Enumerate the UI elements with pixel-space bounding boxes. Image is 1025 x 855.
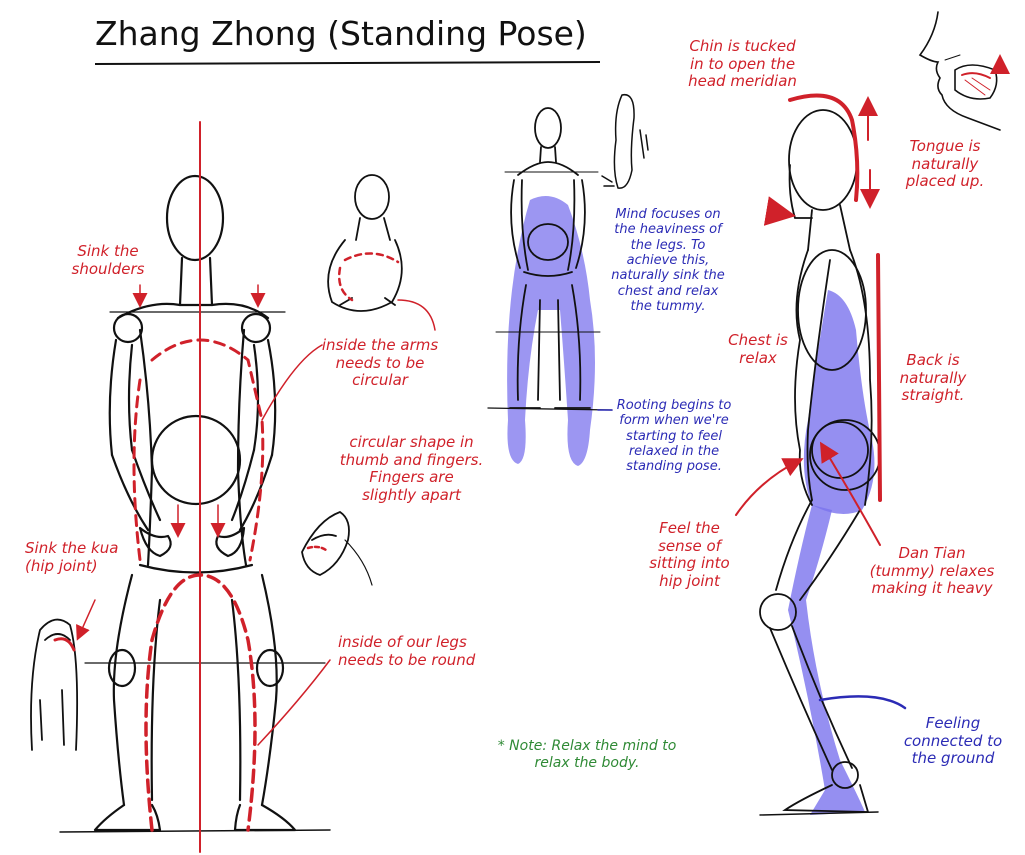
- legs-pointer: [258, 660, 330, 745]
- page-title: Zhang Zhong (Standing Pose): [95, 14, 600, 53]
- side-figure: [736, 96, 905, 816]
- side-face: [790, 165, 812, 218]
- label-sink-shoulders: Sink the shoulders: [58, 243, 158, 278]
- arms-circle-sketch: [328, 175, 435, 330]
- tongue-sketch: [920, 12, 1000, 130]
- side-blue-body: [804, 290, 875, 514]
- front-neck: [180, 258, 212, 305]
- label-arms-circular: inside the arms needs to be circular: [315, 337, 445, 390]
- middle-neck: [540, 147, 556, 162]
- side-neck: [808, 205, 850, 250]
- label-thumb-fingers: circular shape in thumb and fingers. Fin…: [324, 434, 499, 505]
- label-back-straight: Back is naturally straight.: [883, 352, 983, 405]
- label-rooting: Rooting begins to form when we're starti…: [604, 398, 744, 475]
- middle-shoulders: [518, 162, 578, 175]
- back-straight-line: [878, 255, 880, 500]
- front-right-hand: [216, 528, 244, 556]
- front-right-knee: [257, 650, 283, 686]
- front-left-leg: [114, 575, 160, 805]
- front-belly-circle: [152, 416, 240, 504]
- label-chest-relax: Chest is relax: [718, 332, 798, 367]
- title-underline: [95, 62, 600, 64]
- middle-ground: [488, 408, 612, 410]
- front-left-shoulder-joint: [114, 314, 142, 342]
- label-feel-sitting: Feel the sense of sitting into hip joint: [637, 520, 742, 591]
- label-note: * Note: Relax the mind to relax the body…: [472, 738, 702, 771]
- middle-side-sketch: [602, 95, 648, 188]
- front-left-knee: [109, 650, 135, 686]
- label-tongue: Tongue is naturally placed up.: [895, 138, 995, 191]
- front-right-shoulder-joint: [242, 314, 270, 342]
- head-meridian-arc: [790, 96, 857, 201]
- front-pelvis: [140, 565, 252, 573]
- hip-joint-sketch: [31, 600, 95, 750]
- label-chin-tucked: Chin is tucked in to open the head merid…: [680, 38, 805, 91]
- front-head: [167, 176, 223, 260]
- chin-arrow: [772, 212, 790, 215]
- label-connected-ground: Feeling connected to the ground: [893, 715, 1013, 768]
- side-blue-leg: [788, 505, 865, 815]
- label-sink-kua: Sink the kua (hip joint): [25, 540, 145, 575]
- hip-joint-arrow: [736, 460, 800, 515]
- hand-sketch: [302, 512, 372, 585]
- middle-head: [535, 108, 561, 148]
- front-right-foot: [235, 805, 295, 830]
- label-mind-focus: Mind focuses on the heaviness of the leg…: [597, 207, 739, 314]
- front-shoulders: [118, 304, 268, 318]
- label-legs-round: inside of our legs needs to be round: [338, 634, 503, 669]
- side-head: [789, 110, 857, 210]
- label-dan-tian: Dan Tian (tummy) relaxes making it heavy: [862, 545, 1002, 598]
- front-left-upper-arm: [110, 340, 132, 455]
- ground-connection-line: [820, 696, 905, 708]
